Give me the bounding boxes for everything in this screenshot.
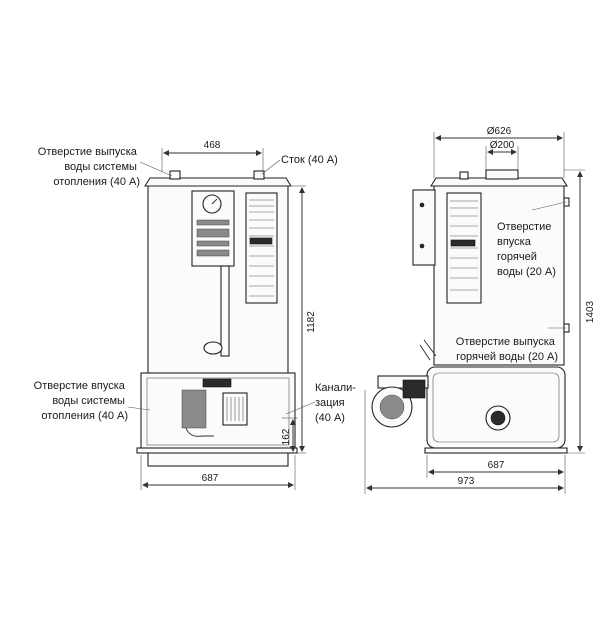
dim-side-base: 687 [488,460,505,471]
dim-outer-diameter: Ø626 [487,126,512,137]
burner-body [181,389,207,429]
side-view [371,169,570,454]
drain-pipe-stub [253,170,265,180]
front-base [136,447,298,454]
hot-water-inlet-label: Отверстие впуска горячей воды (20 А) [497,221,556,278]
heating-outlet-label: Отверстие выпуска воды системы отопления… [38,146,140,188]
dim-top-width: 468 [204,140,221,151]
dim-bottom-height: 162 [281,428,292,445]
side-control-box [412,189,436,266]
dim-side-height: 1403 [585,300,596,323]
front-dimensions [127,148,316,490]
flue-collar [485,169,519,180]
side-dimensions [364,132,585,494]
side-top-cap [430,177,568,187]
side-base [424,447,568,454]
heating-inlet-label: Отверстие впуска воды системы отопления … [34,380,128,422]
dim-total-width: 973 [458,476,475,487]
hot-water-inlet-stub [563,197,570,207]
sewer-label: Канали- зация (40 А) [315,382,359,424]
outlet-pipe-stub [169,170,181,180]
front-top-cap [144,177,292,187]
dim-front-height: 1182 [306,311,317,333]
front-view [136,170,298,467]
dim-front-base: 687 [202,473,219,484]
drain-label: Сток (40 А) [281,154,338,166]
front-vertical-pipe [220,265,230,357]
hot-water-outlet-label: Отверстие выпуска горячей воды (20 А) [456,336,558,363]
dim-flue-diameter: Ø200 [490,140,515,151]
instruction-label [245,192,278,304]
